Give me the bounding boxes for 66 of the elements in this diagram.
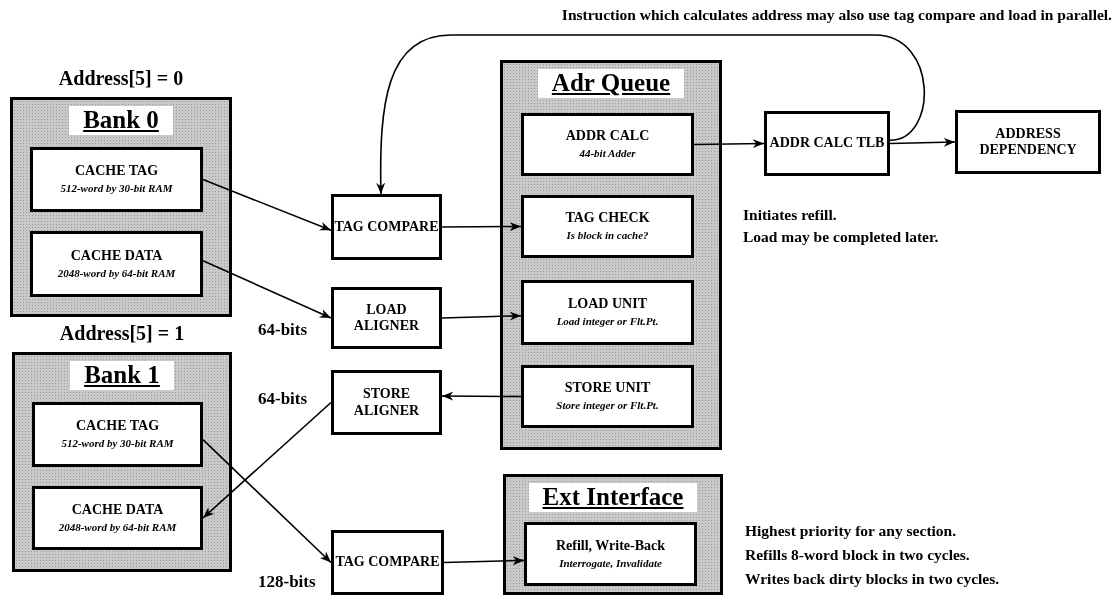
- process-box: [32, 486, 203, 550]
- box-title: TAG COMPARE: [335, 554, 440, 571]
- box-subtitle: Is block in cache?: [566, 228, 649, 243]
- box-title: STORE UNIT: [564, 380, 651, 397]
- process-box: [30, 147, 203, 212]
- box-title: LOAD ALIGNER: [352, 301, 421, 335]
- box-subtitle: Load integer or Flt.Pt.: [556, 314, 659, 329]
- arrow: [202, 438, 332, 564]
- process-box: [521, 280, 694, 345]
- group-caption: Address[5] = 0: [57, 67, 185, 90]
- process-box: [521, 195, 694, 258]
- box-title: CACHE TAG: [74, 163, 159, 180]
- note-text: Load may be completed later.: [743, 228, 939, 246]
- group-panel: [12, 352, 232, 572]
- box-subtitle: 512-word by 30-bit RAM: [60, 181, 173, 196]
- box-title: CACHE DATA: [71, 501, 164, 518]
- box-title: CACHE DATA: [70, 247, 163, 264]
- note-text: Highest priority for any section.: [745, 522, 957, 540]
- box-title: Refill, Write-Back: [555, 537, 666, 554]
- process-box: [32, 402, 203, 467]
- box-title: LOAD UNIT: [568, 296, 647, 313]
- process-box: [331, 194, 442, 260]
- box-title: TAG COMPARE: [334, 218, 439, 236]
- process-box: [331, 530, 444, 595]
- arrow: [376, 34, 925, 195]
- group-caption: Address[5] = 1: [58, 322, 186, 345]
- box-title: ADDR CALC: [565, 128, 650, 145]
- process-box: [521, 113, 694, 176]
- note-text: Writes back dirty blocks in two cycles.: [745, 570, 1000, 588]
- box-subtitle: 44-bit Adder: [579, 146, 636, 161]
- process-box: [955, 110, 1101, 174]
- group-panel: [503, 474, 723, 595]
- group-heading: Bank 1: [70, 361, 174, 390]
- group-heading: Ext Interface: [528, 483, 698, 512]
- box-subtitle: Interrogate, Invalidate: [559, 555, 662, 571]
- process-box: [764, 111, 890, 176]
- note-text: Initiates refill.: [743, 206, 837, 224]
- arrow: [441, 311, 522, 321]
- process-box: [331, 287, 442, 349]
- group-heading: Bank 0: [69, 106, 173, 135]
- process-box: [331, 370, 442, 435]
- group-heading: Adr Queue: [537, 69, 685, 98]
- arrow: [889, 137, 956, 147]
- arrow: [441, 391, 522, 401]
- arrow: [441, 222, 522, 232]
- box-title: CACHE TAG: [75, 418, 160, 435]
- group-panel: [500, 60, 722, 450]
- note-text: Instruction which calculates address may also use tag compare and load in parallel.: [561, 6, 1112, 24]
- arrow: [202, 178, 332, 232]
- box-title: ADDR CALC TLB: [769, 135, 885, 152]
- arrow: [202, 401, 332, 519]
- process-box: [30, 231, 203, 297]
- process-box: [524, 522, 697, 586]
- box-subtitle: Store integer or Flt.Pt.: [556, 398, 659, 413]
- process-box: [521, 365, 694, 428]
- box-subtitle: 512-word by 30-bit RAM: [61, 436, 174, 451]
- arrow: [443, 556, 525, 566]
- box-subtitle: 2048-word by 64-bit RAM: [57, 265, 176, 281]
- arrow: [202, 259, 332, 319]
- box-title: TAG CHECK: [565, 210, 650, 227]
- box-title: ADDRESS DEPENDENCY: [978, 125, 1078, 159]
- box-subtitle: 2048-word by 64-bit RAM: [58, 519, 177, 535]
- box-title: STORE ALIGNER: [352, 386, 421, 419]
- arrow: [693, 139, 765, 149]
- note-text: Refills 8-word block in two cycles.: [745, 546, 970, 564]
- group-panel: [10, 97, 232, 317]
